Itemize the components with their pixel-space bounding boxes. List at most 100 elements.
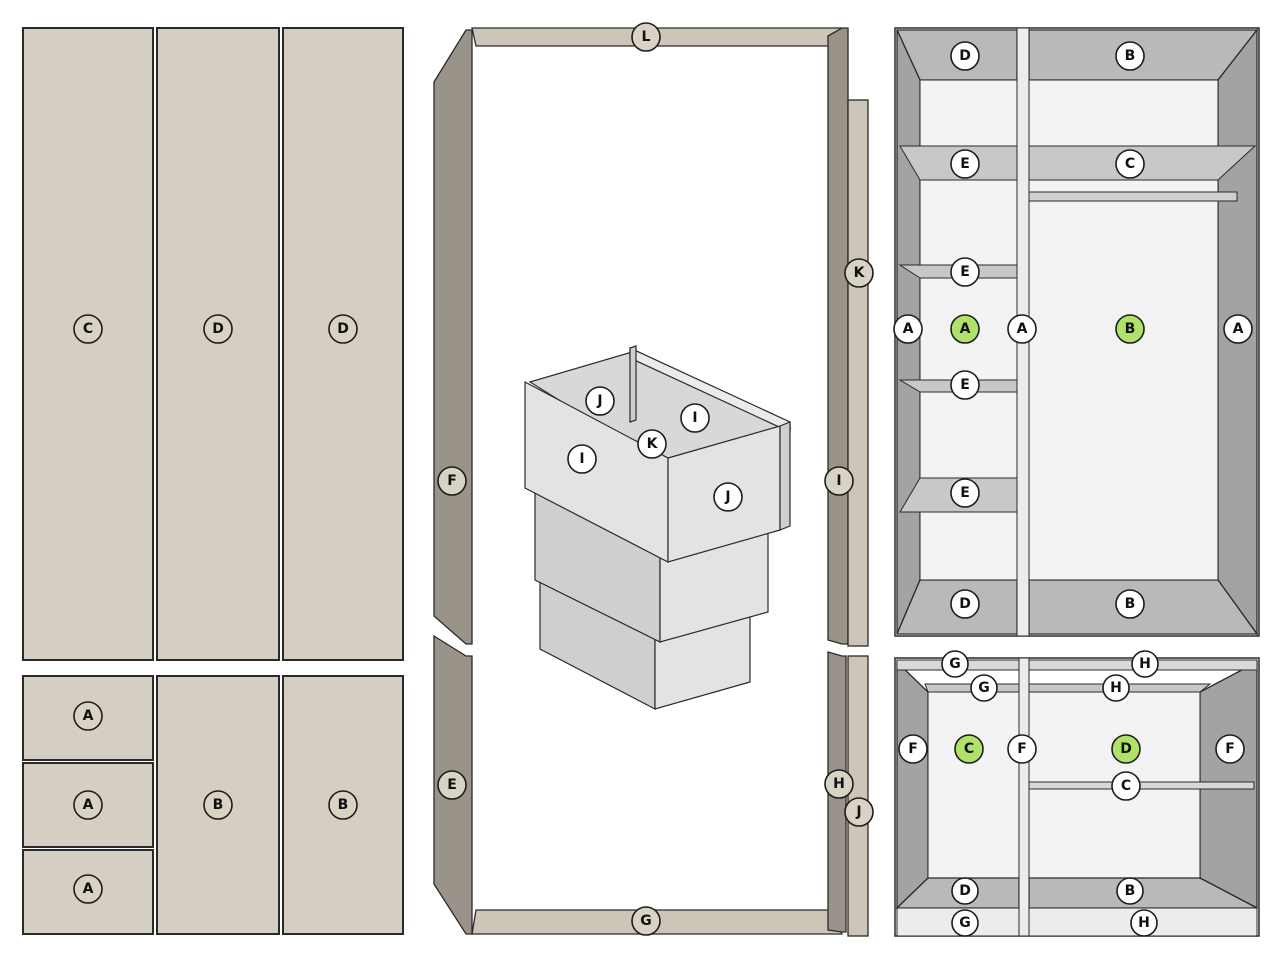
lower-shelf-right — [1028, 781, 1255, 790]
label-upper-side-right: A — [1223, 314, 1253, 344]
svg-text:C: C — [964, 741, 974, 757]
label-upper-side-left: A — [893, 314, 923, 344]
door-panel-tall-1 — [22, 27, 154, 661]
label-upper-shelf-top-right: C — [1115, 149, 1145, 179]
frame-strip-lower — [847, 655, 869, 937]
drawer-1-front-edge — [779, 421, 791, 531]
svg-text:B: B — [338, 797, 349, 813]
svg-text:E: E — [960, 377, 970, 393]
svg-text:G: G — [949, 656, 961, 672]
svg-text:E: E — [960, 485, 970, 501]
label-upper-shelf-left-2: E — [950, 370, 980, 400]
label-door-tall-2: D — [203, 314, 233, 344]
label-lower-bottom-left: D — [951, 877, 979, 905]
svg-text:B: B — [1125, 883, 1136, 899]
lower-left-back — [927, 691, 1020, 879]
label-lower-side-right: F — [1215, 734, 1245, 764]
svg-text:D: D — [959, 48, 971, 64]
label-lower-side-left: F — [898, 734, 928, 764]
svg-text:A: A — [1017, 321, 1028, 337]
label-upper-top-left: D — [950, 41, 980, 71]
svg-text:F: F — [1017, 741, 1027, 757]
svg-text:A: A — [960, 321, 971, 337]
label-upper-back-left: A — [950, 314, 980, 344]
part-labels: C D D A A A B B L G F E I H K J J I K I … — [73, 22, 1253, 937]
label-lower-top-inner-right: H — [1102, 674, 1130, 702]
svg-text:C: C — [83, 321, 93, 337]
label-drawer-bottom: K — [637, 429, 667, 459]
svg-text:F: F — [908, 741, 918, 757]
label-upper-top-right: B — [1115, 41, 1145, 71]
svg-text:J: J — [724, 489, 730, 505]
svg-text:A: A — [903, 321, 914, 337]
svg-text:G: G — [959, 915, 971, 931]
label-upper-shelf-top-left: E — [950, 149, 980, 179]
label-lower-bottom-right: B — [1116, 877, 1144, 905]
door-panels — [22, 27, 404, 935]
label-lower-top-inner-left: G — [970, 674, 998, 702]
lower-plinth — [896, 907, 1258, 937]
frame-left-upper — [433, 29, 473, 645]
svg-text:I: I — [579, 451, 584, 467]
label-upper-back-right: B — [1115, 314, 1145, 344]
label-drawer-front-2: A — [73, 790, 103, 820]
label-upper-divider: A — [1007, 314, 1037, 344]
svg-text:F: F — [447, 473, 457, 489]
svg-text:D: D — [212, 321, 224, 337]
label-lower-shelf-right: C — [1111, 771, 1141, 801]
door-panel-short-2 — [282, 675, 404, 935]
svg-text:I: I — [692, 410, 697, 426]
svg-text:H: H — [1138, 915, 1150, 931]
svg-text:L: L — [642, 29, 651, 45]
svg-text:F: F — [1225, 741, 1235, 757]
svg-text:B: B — [1125, 596, 1136, 612]
label-upper-shelf-left-3: E — [950, 478, 980, 508]
label-frame-top: L — [631, 22, 661, 52]
label-upper-shelf-left-1: E — [950, 257, 980, 287]
svg-text:D: D — [337, 321, 349, 337]
door-panel-tall-3 — [282, 27, 404, 661]
svg-text:B: B — [213, 797, 224, 813]
svg-text:H: H — [1110, 680, 1122, 696]
svg-text:J: J — [596, 393, 602, 409]
svg-text:A: A — [83, 797, 94, 813]
label-upper-bottom-left: D — [950, 589, 980, 619]
upper-cabinet — [894, 27, 1260, 637]
svg-text:A: A — [83, 881, 94, 897]
svg-text:K: K — [647, 436, 659, 452]
label-upper-bottom-right: B — [1115, 589, 1145, 619]
lower-left-side-wall — [896, 660, 929, 910]
label-drawer-back: J — [585, 386, 615, 416]
label-drawer-front-1: A — [73, 701, 103, 731]
label-lower-plinth-right: H — [1130, 909, 1158, 937]
svg-text:C: C — [1121, 778, 1131, 794]
label-drawer-side-left: I — [567, 444, 597, 474]
label-lower-divider: F — [1007, 734, 1037, 764]
svg-text:B: B — [1125, 48, 1136, 64]
lower-divider — [1018, 657, 1030, 937]
label-lower-back-left: C — [954, 734, 984, 764]
svg-text:G: G — [640, 913, 652, 929]
svg-text:E: E — [960, 156, 970, 172]
svg-text:C: C — [1125, 156, 1135, 172]
label-frame-right-lower: H — [824, 769, 854, 799]
label-frame-strip-upper: K — [844, 258, 874, 288]
frame-strip-upper — [847, 99, 869, 647]
svg-text:K: K — [854, 265, 866, 281]
svg-text:A: A — [1233, 321, 1244, 337]
svg-text:J: J — [855, 804, 861, 820]
label-drawer-side-right: I — [680, 403, 710, 433]
label-door-short-1: B — [203, 790, 233, 820]
label-lower-back-right: D — [1111, 734, 1141, 764]
svg-text:D: D — [959, 596, 971, 612]
lower-cabinet — [894, 657, 1260, 937]
lower-top-front-rail — [896, 659, 1258, 671]
svg-text:G: G — [978, 680, 990, 696]
svg-text:I: I — [836, 473, 841, 489]
label-frame-strip-lower: J — [844, 797, 874, 827]
label-lower-top-front-left: G — [941, 650, 969, 678]
label-lower-plinth-left: G — [951, 909, 979, 937]
label-frame-left-lower: E — [437, 770, 467, 800]
lower-top-inner-rail — [924, 683, 1212, 693]
